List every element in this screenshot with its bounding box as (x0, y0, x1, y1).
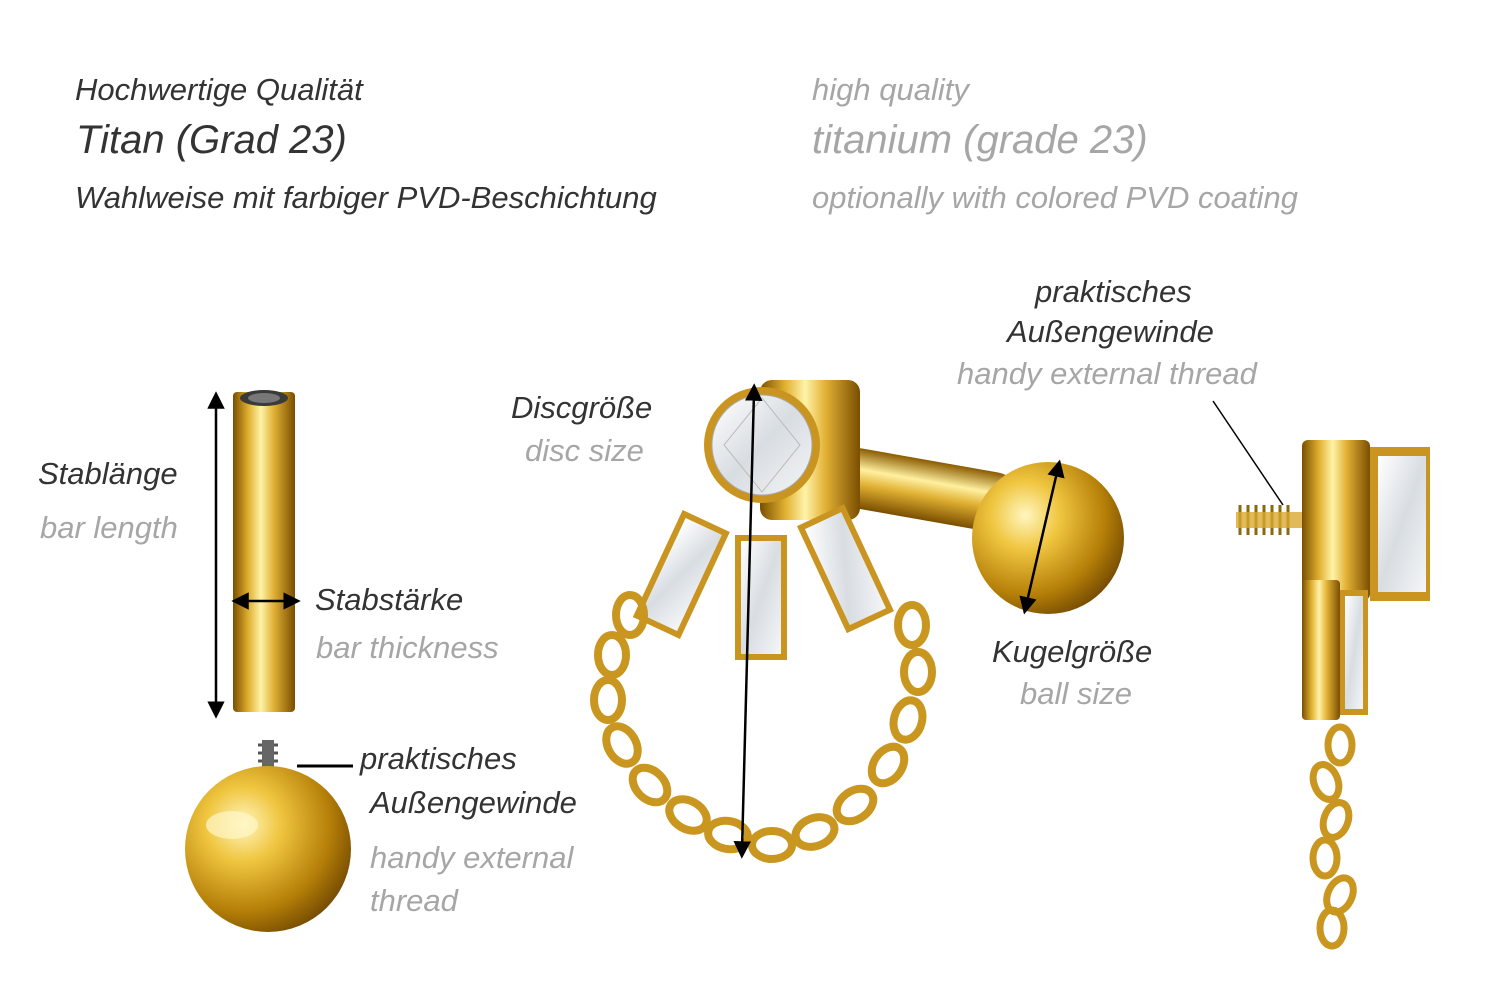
header-en-coating: optionally with colored PVD coating (812, 180, 1298, 215)
ball-thread-label-en-1: handy external (370, 840, 574, 875)
bar-length-label-de: Stablänge (38, 456, 178, 491)
bar-thickness-label-en: bar thickness (316, 630, 499, 665)
disc-size-label-en: disc size (525, 433, 644, 468)
side-thread-label-de-1: praktisches (1035, 274, 1192, 309)
ball-size-label-de: Kugelgröße (992, 634, 1153, 669)
bar-image (233, 390, 295, 712)
header-de-material: Titan (Grad 23) (76, 118, 347, 162)
disc-size-label-de: Discgröße (511, 390, 653, 425)
ball-thread-label-de-1: praktisches (360, 741, 517, 776)
bar-length-label-en: bar length (40, 510, 178, 545)
header-en-quality: high quality (812, 72, 969, 107)
ball-thread-label-de-2: Außengewinde (370, 785, 577, 820)
header-de-quality: Hochwertige Qualität (75, 72, 363, 107)
header-en-material: titanium (grade 23) (812, 118, 1148, 162)
side-thread-label-en: handy external thread (957, 356, 1257, 391)
header-de-coating: Wahlweise mit farbiger PVD-Beschichtung (75, 180, 657, 215)
ball-thread-label-en-2: thread (370, 883, 458, 918)
earring-image (590, 380, 1124, 863)
side-thread-label-de-2: Außengewinde (1007, 314, 1214, 349)
bar-thickness-label-de: Stabstärke (315, 582, 464, 617)
ball-image (185, 740, 351, 932)
disc-size-arrow (733, 383, 763, 859)
ball-size-arrow (1019, 459, 1065, 615)
ball-size-label-en: ball size (1020, 676, 1132, 711)
side-view-image (1236, 440, 1430, 950)
side-thread-pointer (1212, 400, 1284, 506)
